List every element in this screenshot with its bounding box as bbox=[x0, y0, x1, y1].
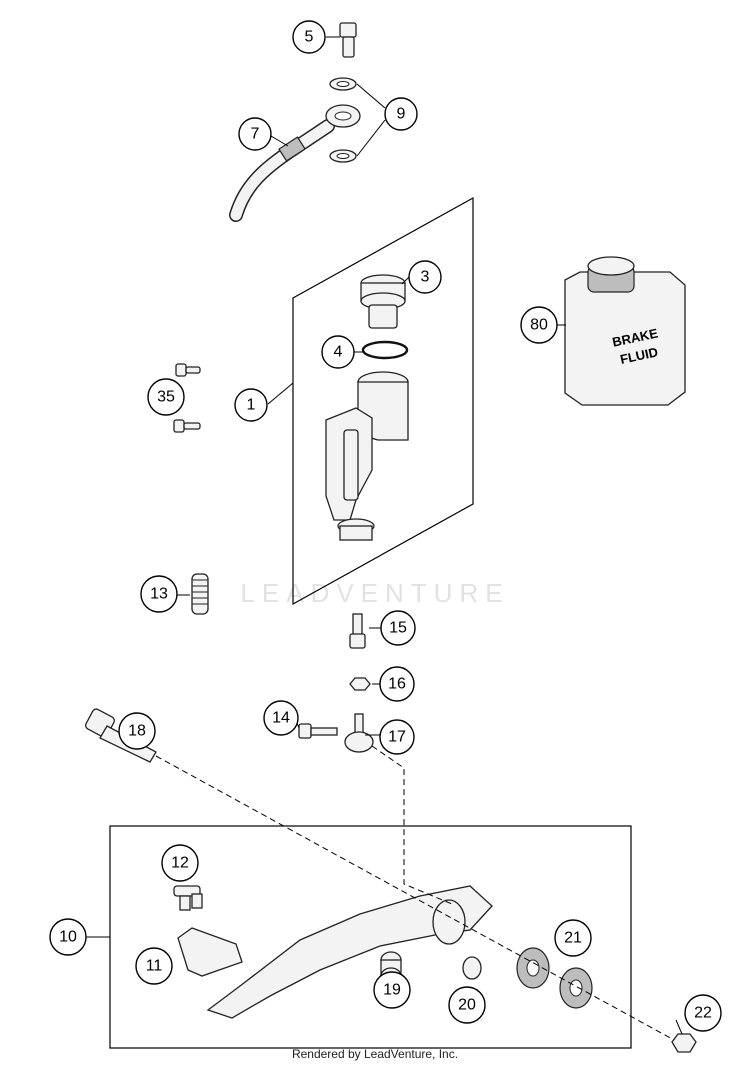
leader-lines bbox=[76, 36, 683, 1041]
callout-15: 15 bbox=[380, 610, 416, 646]
svg-text:22: 22 bbox=[694, 1005, 712, 1022]
svg-text:10: 10 bbox=[59, 929, 77, 946]
callout-35: 35 bbox=[147, 378, 185, 416]
svg-text:18: 18 bbox=[128, 723, 146, 740]
svg-text:13: 13 bbox=[150, 586, 168, 603]
part-3-connector bbox=[360, 274, 406, 329]
svg-text:9: 9 bbox=[397, 106, 406, 123]
callout-18: 18 bbox=[118, 712, 156, 750]
svg-text:3: 3 bbox=[421, 269, 430, 286]
svg-text:12: 12 bbox=[171, 855, 189, 872]
part-10-brake-pedal bbox=[206, 885, 493, 1019]
part-13-spring bbox=[191, 573, 209, 615]
callout-10: 10 bbox=[49, 918, 87, 956]
svg-text:4: 4 bbox=[334, 344, 343, 361]
master-cylinder-panel bbox=[292, 196, 474, 606]
callout-13: 13 bbox=[140, 575, 178, 613]
svg-text:14: 14 bbox=[272, 710, 290, 727]
part-4-o-ring bbox=[361, 340, 409, 360]
part-7-brake-hose bbox=[229, 104, 361, 222]
svg-text:16: 16 bbox=[388, 676, 406, 693]
callout-5: 5 bbox=[292, 20, 326, 54]
footer-credit: Rendered by LeadVenture, Inc. bbox=[291, 1047, 459, 1061]
part-11-pedal-tip bbox=[177, 927, 243, 977]
part-5-banjo-bolt bbox=[339, 22, 357, 58]
callout-3: 3 bbox=[408, 260, 442, 294]
part-22-nut bbox=[671, 1033, 697, 1053]
svg-text:17: 17 bbox=[388, 729, 406, 746]
callout-16: 16 bbox=[379, 666, 415, 702]
part-14-bolt bbox=[298, 723, 338, 739]
svg-text:35: 35 bbox=[157, 389, 175, 406]
svg-text:1: 1 bbox=[247, 397, 256, 414]
callout-9: 9 bbox=[384, 97, 418, 131]
part-35-screw-top bbox=[175, 363, 201, 377]
callout-22: 22 bbox=[684, 994, 722, 1032]
part-12-rivets bbox=[173, 885, 203, 911]
part-21-bearings bbox=[516, 947, 593, 1009]
part-20-washer bbox=[462, 956, 482, 980]
callout-7: 7 bbox=[238, 117, 272, 151]
callout-80: 80 bbox=[520, 306, 558, 344]
callout-12: 12 bbox=[161, 844, 199, 882]
callout-21: 21 bbox=[554, 919, 592, 957]
svg-text:20: 20 bbox=[458, 997, 476, 1014]
svg-text:21: 21 bbox=[564, 930, 582, 947]
svg-text:7: 7 bbox=[251, 126, 260, 143]
callout-1: 1 bbox=[234, 388, 268, 422]
callout-14: 14 bbox=[263, 700, 299, 736]
callout-4: 4 bbox=[321, 335, 355, 369]
part-16-nut bbox=[349, 677, 371, 691]
callout-20: 20 bbox=[448, 986, 486, 1024]
svg-text:5: 5 bbox=[305, 29, 314, 46]
callout-11: 11 bbox=[135, 947, 173, 985]
part-80-brake-fluid-can: BRAKE FLUID bbox=[564, 256, 686, 406]
part-17-clevis bbox=[344, 713, 374, 753]
svg-text:80: 80 bbox=[530, 317, 548, 334]
part-15-push-rod bbox=[349, 613, 366, 649]
svg-text:11: 11 bbox=[146, 958, 163, 975]
svg-text:19: 19 bbox=[383, 982, 401, 999]
svg-text:15: 15 bbox=[389, 620, 407, 637]
part-1-master-cylinder bbox=[325, 371, 409, 541]
callout-19: 19 bbox=[373, 971, 411, 1009]
part-35-screw-bottom bbox=[173, 419, 201, 433]
callout-17: 17 bbox=[379, 719, 415, 755]
watermark-text: LEADVENTURE bbox=[240, 578, 509, 608]
